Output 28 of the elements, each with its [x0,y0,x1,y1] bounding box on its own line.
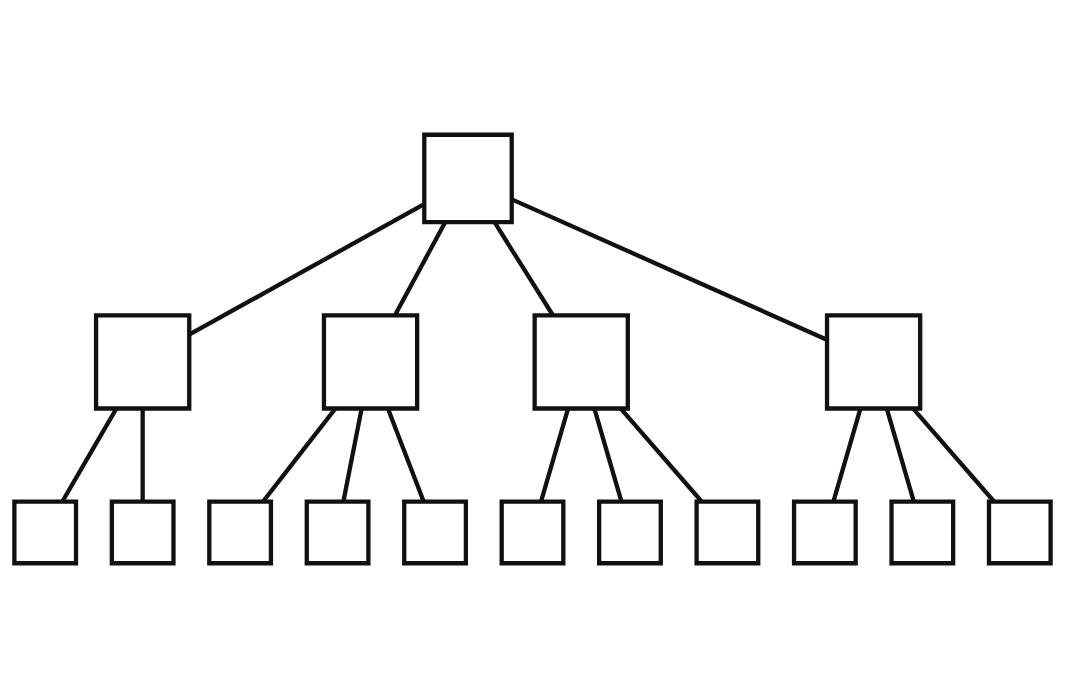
node-box [207,499,274,565]
node-box [694,499,761,565]
connector [510,196,828,342]
node-box [12,499,79,565]
node-box [986,499,1053,565]
connector [140,408,145,501]
node-box [402,499,468,565]
connector [831,407,863,502]
node-box [499,499,566,565]
connector [60,407,119,503]
connector [539,407,571,502]
connector [261,406,337,503]
connector [341,407,364,502]
node-box [824,312,923,411]
node-box [422,132,514,224]
connector [884,407,916,502]
node-box [109,499,176,565]
connector [592,407,624,502]
connector [386,407,426,502]
node-box [304,499,371,565]
node-box [889,499,956,565]
node-box [93,312,192,411]
connector [188,201,426,336]
node-box [597,499,663,565]
node-box [791,499,858,565]
node-box [321,312,420,411]
connector [393,220,448,316]
node-box [532,312,630,411]
